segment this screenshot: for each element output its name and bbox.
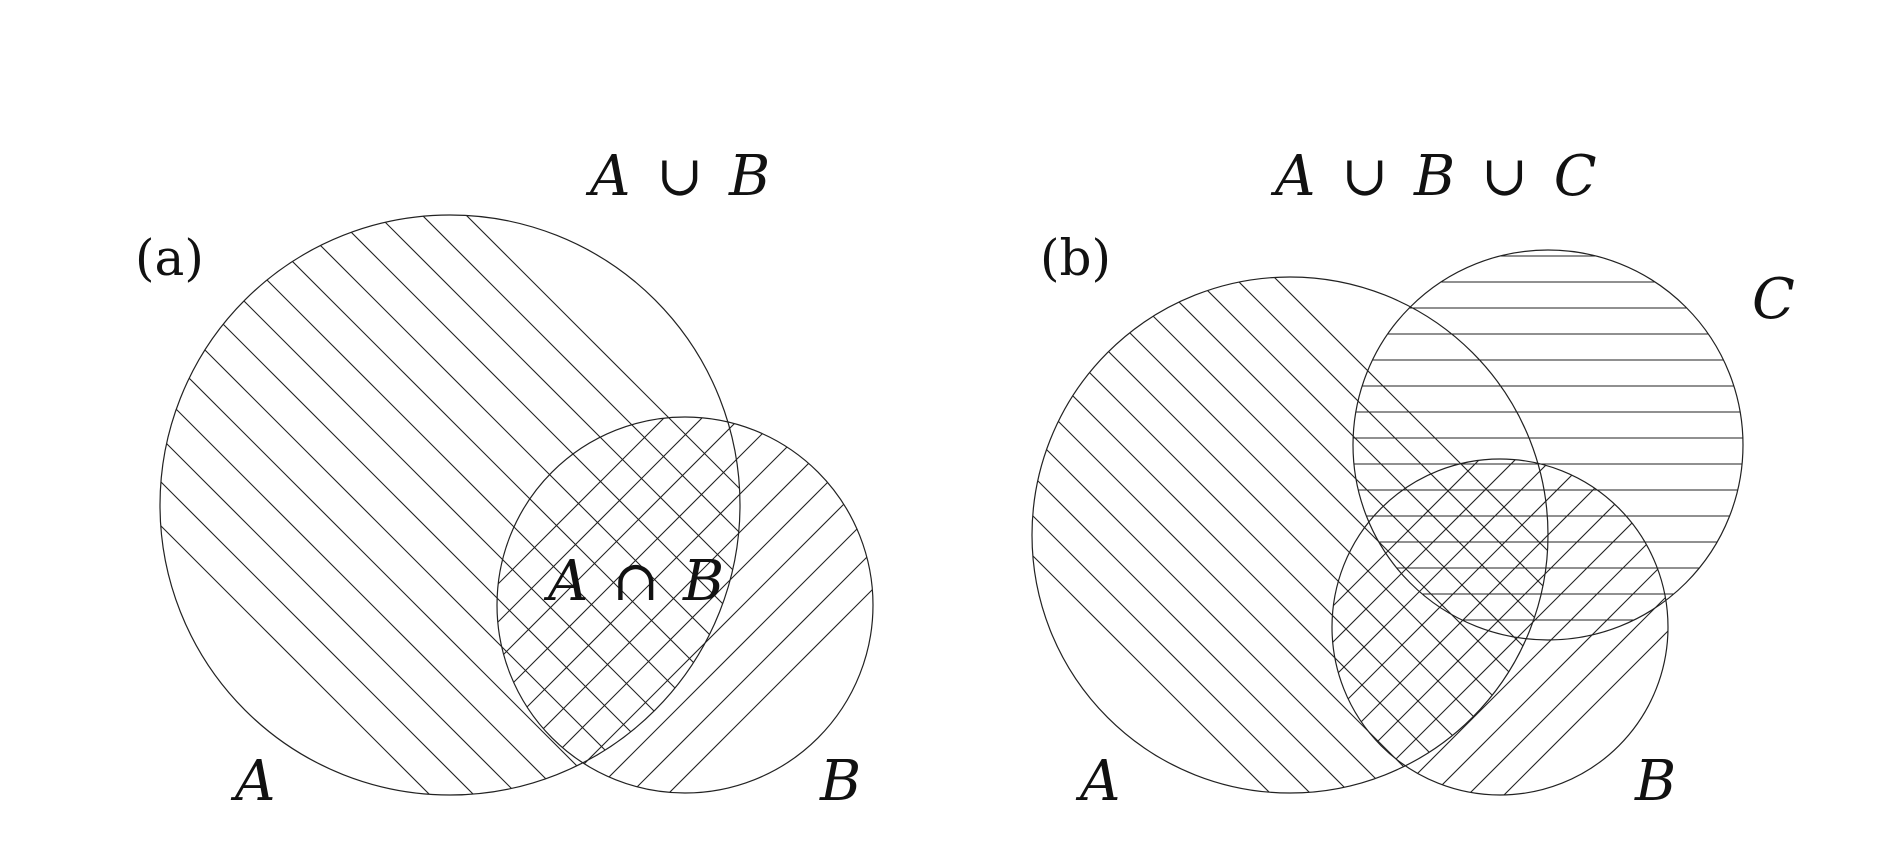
set-a-hatch-line	[1032, 277, 1548, 793]
set-a-hatch-line	[1032, 277, 1531, 793]
set-b-hatch-line	[648, 417, 873, 793]
circle-a	[159, 214, 741, 796]
set-b-hatch-line	[1332, 459, 1501, 795]
set-a-hatch-line	[1093, 277, 1548, 793]
set-a-hatch-line	[445, 215, 740, 795]
circle-label-c: C	[1752, 267, 1795, 332]
panel-tag-a: (a)	[135, 229, 204, 287]
set-b-hatch-line	[1375, 459, 1668, 795]
hatch-set-a-diagonal-b	[1032, 277, 1548, 793]
set-a-hatch-line	[181, 215, 740, 795]
intersection-label: A ∩ B	[543, 549, 724, 614]
panel-b: (b) A ∪ B ∪ C A B C	[1031, 144, 1795, 814]
set-a-hatch-line	[160, 215, 539, 795]
union-op-2: ∪	[1481, 144, 1528, 209]
set-a-hatch-line	[1032, 277, 1371, 793]
union-op: ∪	[656, 144, 703, 209]
set-a-hatch-line	[160, 215, 495, 795]
union-label-a-right: B	[728, 144, 770, 209]
union-label-a: A ∪ B	[585, 144, 770, 209]
set-a-hatch-line	[160, 215, 671, 795]
circle-a-b	[1031, 276, 1549, 794]
panel-tag-b: (b)	[1040, 229, 1111, 287]
set-a-hatch-line	[160, 215, 715, 795]
set-b-hatch-line	[1447, 459, 1668, 795]
union-op-1: ∪	[1341, 144, 1388, 209]
set-a-hatch-line	[1032, 277, 1491, 793]
set-b-hatch-line	[497, 417, 686, 793]
circle-b-b	[1331, 458, 1669, 796]
set-a-hatch-line	[160, 215, 583, 795]
set-a-hatch-line	[1032, 277, 1411, 793]
set-b-hatch-line	[497, 417, 838, 793]
union-label-b-p2: B	[1413, 144, 1455, 209]
circle-label-a-b: A	[1075, 749, 1120, 814]
set-a-hatch-line	[1253, 277, 1548, 793]
set-a-hatch-line	[1032, 277, 1331, 793]
set-a-hatch-line	[401, 215, 740, 795]
set-a-hatch-line	[1133, 277, 1548, 793]
set-b-hatch-line	[1332, 459, 1645, 795]
set-a-hatch-line	[225, 215, 740, 795]
intersection-label-left: A	[543, 549, 588, 614]
set-a-hatch-line	[1213, 277, 1548, 793]
circle-label-a: A	[230, 749, 275, 814]
set-b-hatch-line	[1483, 459, 1668, 795]
intersection-label-right: B	[682, 549, 724, 614]
union-label-b: A ∪ B ∪ C	[1270, 144, 1597, 209]
set-b-hatch-line	[497, 417, 800, 793]
set-a-hatch-line	[160, 215, 451, 795]
set-b-hatch-line	[1332, 459, 1537, 795]
intersection-op: ∩	[612, 549, 659, 614]
set-b-hatch-line	[572, 417, 873, 793]
set-a-hatch-line	[313, 215, 740, 795]
union-label-a-left: A	[585, 144, 630, 209]
circle-b	[496, 416, 874, 794]
circle-label-b-b: B	[1634, 749, 1676, 814]
set-b-hatch-line	[497, 417, 762, 793]
hatch-set-c-horizontal	[1353, 255, 1743, 621]
set-a-hatch-line	[160, 215, 740, 795]
set-b-hatch-line	[534, 417, 873, 793]
set-a-hatch-line	[1053, 277, 1548, 793]
set-a-hatch-line	[160, 215, 627, 795]
set-b-hatch-line	[1411, 459, 1668, 795]
panel-a: (a) A ∪ B A ∩ B A B	[135, 144, 874, 814]
set-a-hatch-line	[269, 215, 740, 795]
set-b-hatch-line	[1332, 459, 1573, 795]
set-a-hatch-line	[1173, 277, 1548, 793]
circle-c	[1352, 249, 1744, 641]
set-b-hatch-line	[610, 417, 873, 793]
set-a-hatch-line	[1032, 277, 1291, 793]
set-b-hatch-line	[1332, 459, 1609, 795]
set-a-hatch-line	[357, 215, 740, 795]
set-a-hatch-line	[1032, 277, 1451, 793]
circle-label-b: B	[819, 749, 861, 814]
union-label-b-p3: C	[1554, 144, 1597, 209]
union-label-b-p1: A	[1270, 144, 1315, 209]
set-b-hatch-line	[497, 417, 724, 793]
